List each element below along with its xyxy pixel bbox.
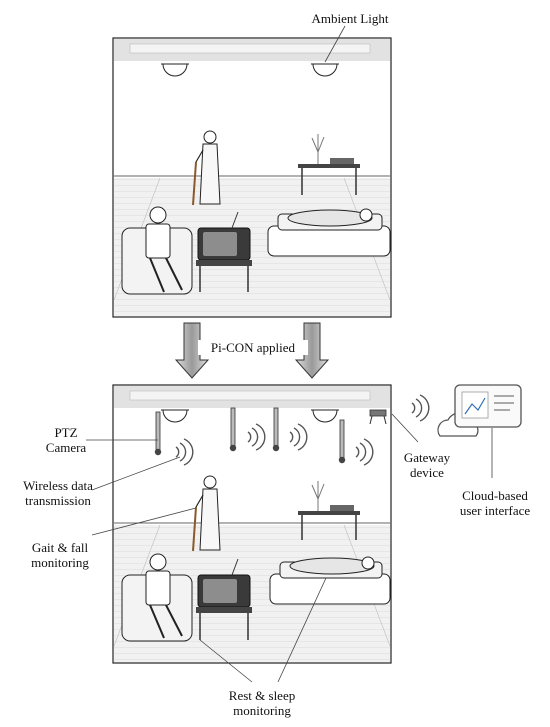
sofa	[269, 556, 391, 605]
cloud-ui-label: Cloud-based user interface	[459, 488, 531, 518]
wireless-signal-icon	[411, 394, 430, 422]
picon-applied-label: Pi-CON applied	[198, 340, 308, 355]
down-arrow-icon	[174, 322, 330, 379]
side-table	[298, 134, 360, 195]
standing-person	[192, 130, 221, 206]
television	[196, 558, 252, 640]
rest-sleep-label: Rest & sleep monitoring	[228, 688, 296, 718]
sofa	[267, 208, 391, 257]
leader-lines	[86, 413, 493, 683]
monitor-icon	[454, 384, 522, 428]
standing-person	[192, 475, 221, 552]
side-table	[298, 481, 360, 540]
ambient-light-pointer	[324, 25, 346, 63]
room-after	[112, 384, 392, 664]
gait-fall-label: Gait & fall monitoring	[31, 540, 89, 570]
armchair	[121, 553, 193, 642]
wireless-transmission-label: Wireless data transmission	[23, 478, 93, 508]
armchair	[121, 206, 193, 295]
room-before	[112, 25, 392, 318]
television	[196, 211, 252, 292]
ambient-light-label: Ambient Light	[311, 11, 389, 26]
gateway-device-label: Gateway device	[403, 450, 451, 480]
ptz-camera-label: PTZ Camera	[45, 425, 87, 455]
gateway-device-icon	[369, 409, 387, 425]
